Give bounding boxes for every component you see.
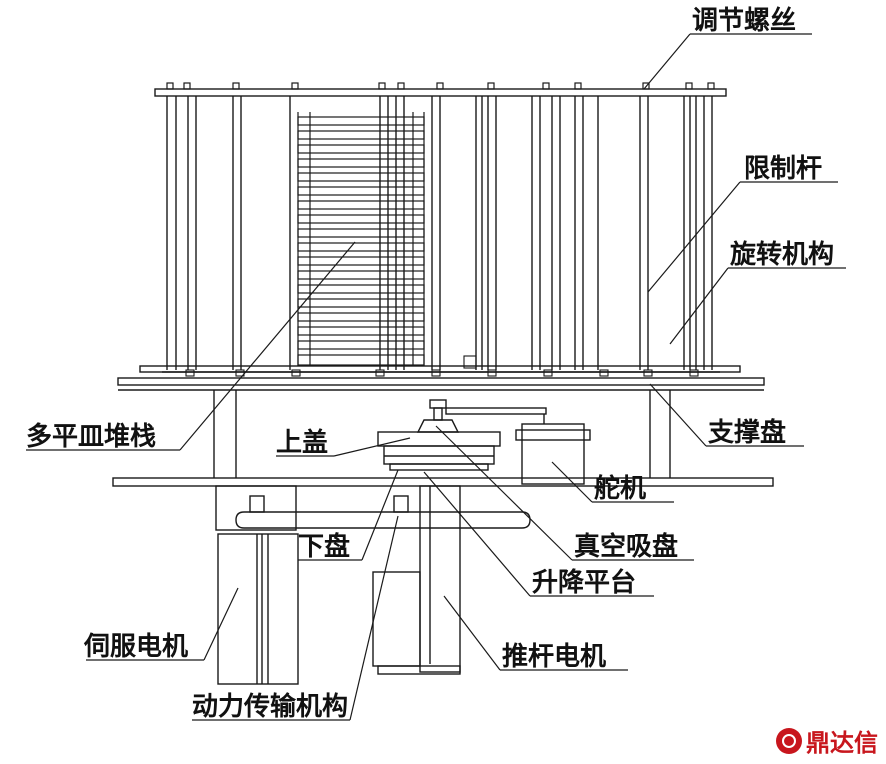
support-columns bbox=[213, 390, 671, 478]
label-lower-plate: 下盘 bbox=[298, 532, 351, 562]
top-frame-plate bbox=[154, 88, 727, 97]
watermark-logo-icon bbox=[776, 727, 802, 754]
label-limit-rod: 限制杆 bbox=[744, 154, 823, 184]
label-adjust-screw: 调节螺丝 bbox=[692, 6, 797, 36]
adjust-screws bbox=[166, 82, 715, 90]
label-support-plate: 支撑盘 bbox=[708, 418, 787, 448]
label-servo: 舵机 bbox=[594, 474, 647, 504]
label-upper-cover: 上盖 bbox=[276, 428, 329, 458]
watermark-text: 鼎达信 bbox=[806, 729, 878, 757]
watermark: 鼎达信 bbox=[776, 723, 878, 758]
label-push-rod-motor: 推杆电机 bbox=[502, 642, 607, 672]
label-multi-dish-stack: 多平皿堆栈 bbox=[26, 422, 157, 452]
dish-stack bbox=[297, 112, 425, 366]
bolt-pairs bbox=[185, 355, 699, 377]
label-vacuum-cup: 真空吸盘 bbox=[574, 532, 679, 562]
servo-motor-body bbox=[215, 485, 299, 685]
push-rod-motor-body bbox=[372, 485, 461, 675]
servo-body bbox=[515, 414, 591, 485]
label-power-transmission: 动力传输机构 bbox=[192, 692, 349, 722]
label-servo-motor: 伺服电机 bbox=[84, 632, 189, 662]
limit-rods bbox=[166, 96, 713, 370]
base-plate bbox=[112, 477, 774, 487]
belt-transmission bbox=[235, 495, 531, 529]
label-rotating-mechanism: 旋转机构 bbox=[730, 240, 835, 270]
vacuum-cup-assembly bbox=[377, 399, 547, 471]
support-plate-shape bbox=[117, 365, 765, 391]
leader-lines bbox=[26, 33, 846, 721]
label-lift-platform: 升降平台 bbox=[532, 568, 637, 598]
